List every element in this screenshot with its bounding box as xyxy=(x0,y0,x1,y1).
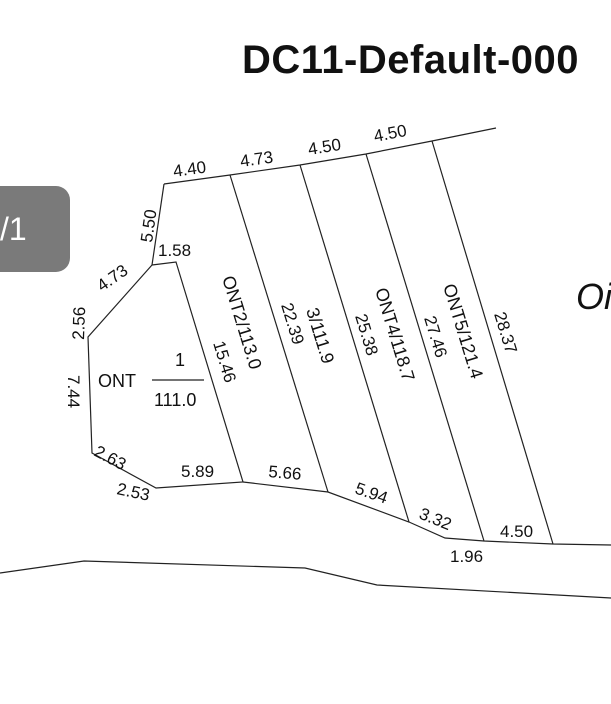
parcel-5-label: ONT5/121.4 xyxy=(439,281,487,381)
page-indicator-badge[interactable]: /1 xyxy=(0,186,70,272)
dim-left-top: 5.50 xyxy=(137,208,160,243)
dim-bottom-2: 5.66 xyxy=(268,462,303,484)
divider-5-6 xyxy=(431,140,554,545)
adjacent-parcel-label: Oi xyxy=(576,276,611,317)
boundary-left-top xyxy=(151,183,165,266)
divider-3-4 xyxy=(299,164,410,523)
parcel-1-area: 111.0 xyxy=(154,390,196,410)
dim-top-2: 4.73 xyxy=(239,148,274,171)
dim-top-4: 4.50 xyxy=(372,121,408,146)
parcel-1-number: 1 xyxy=(175,350,185,370)
dim-bottom-left-a: 2.63 xyxy=(91,442,129,474)
dim-top-3: 4.50 xyxy=(307,135,343,159)
boundary-parcel-1 xyxy=(87,261,244,489)
boundary-top xyxy=(163,127,497,185)
dim-bottom-1: 5.89 xyxy=(181,462,214,481)
parcel-4-label: ONT4/118.7 xyxy=(371,285,418,383)
parcel-1-land-type: ONT xyxy=(98,371,136,391)
dim-bottom-5: 1.96 xyxy=(450,547,483,566)
dim-left-a: 2.56 xyxy=(69,306,89,340)
dim-left-diagonal: 4.73 xyxy=(93,261,131,296)
dim-side-5: 27.46 xyxy=(420,314,451,360)
dim-side-2: 15.46 xyxy=(209,339,240,385)
dim-bottom-6: 4.50 xyxy=(500,522,533,541)
dim-bottom-4: 3.32 xyxy=(417,504,455,534)
dim-side-3: 22.39 xyxy=(277,301,308,347)
dim-top-1: 4.40 xyxy=(172,158,207,181)
dim-left-b: 7.44 xyxy=(64,375,83,408)
road-edge xyxy=(0,560,611,599)
parcel-3-label: 3/111.9 xyxy=(302,305,338,366)
divider-4-5 xyxy=(365,153,485,542)
map-title: DC11-Default-000 xyxy=(242,38,580,82)
dim-side-4: 25.38 xyxy=(351,312,382,358)
dim-inner-top: 1.58 xyxy=(158,241,191,260)
divider-2-3 xyxy=(229,174,329,493)
